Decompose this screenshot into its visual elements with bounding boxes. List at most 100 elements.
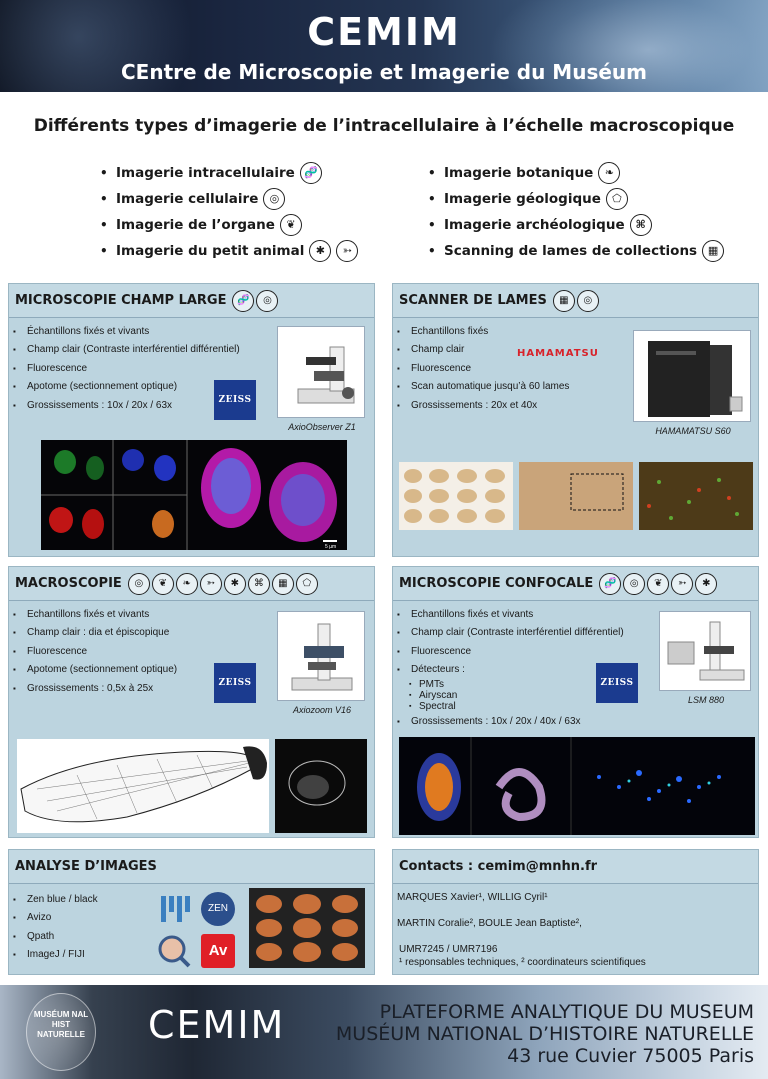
fluorescence-cells-image: 5 µm bbox=[41, 440, 347, 550]
zeiss-logo: ZEISS bbox=[596, 663, 638, 703]
slide-icon: ▦ bbox=[702, 240, 725, 262]
dna-icon: 🧬 bbox=[299, 162, 322, 184]
scanned-slides-image bbox=[399, 462, 753, 530]
panel-title: SCANNER DE LAMES bbox=[399, 293, 547, 308]
panel-header: MICROSCOPIE CONFOCALE 🧬 ◎ ❦ ➳ ✱ bbox=[393, 567, 758, 601]
type-item: •Imagerie intracellulaire🧬 bbox=[100, 160, 358, 186]
fish-icon: ➳ bbox=[671, 572, 694, 595]
contact-line: MARTIN Coralie², BOULE Jean Baptiste², bbox=[397, 918, 582, 929]
footer-address: 43 rue Cuvier 75005 Paris bbox=[507, 1045, 754, 1067]
slide-icon: ▦ bbox=[552, 289, 575, 312]
scale-bar-label: 5 µm bbox=[325, 544, 336, 550]
contact-email-title[interactable]: Contacts : cemim@mnhn.fr bbox=[399, 859, 598, 874]
list-item: Champ clair (Contraste interférentiel di… bbox=[397, 624, 624, 643]
cell-icon: ◎ bbox=[127, 572, 150, 595]
device-caption: LSM 880 bbox=[687, 695, 725, 705]
cell-icon: ◎ bbox=[263, 188, 286, 210]
panel-title: ANALYSE D’IMAGES bbox=[15, 859, 157, 874]
type-item: •Imagerie géologique⬠ bbox=[428, 186, 724, 212]
panel-contacts: Contacts : cemim@mnhn.fr MARQUES Xavier¹… bbox=[392, 849, 759, 975]
zeiss-logo: ZEISS bbox=[214, 663, 256, 703]
museum-logo: MUSÉUM NAL HIST NATURELLE bbox=[26, 993, 96, 1071]
dna-icon: 🧬 bbox=[599, 572, 622, 595]
macroscope-image bbox=[277, 611, 365, 701]
dna-icon: 🧬 bbox=[232, 289, 255, 312]
leaf-icon: ❧ bbox=[598, 162, 621, 184]
panel-scanner: SCANNER DE LAMES ▦ ◎ Echantillons fixés … bbox=[392, 283, 759, 557]
panel-items: Echantillons fixés Champ clair Fluoresce… bbox=[397, 322, 569, 415]
panel-header: Contacts : cemim@mnhn.fr bbox=[393, 850, 758, 884]
cell-icon: ◎ bbox=[256, 289, 279, 312]
insect-icon: ✱ bbox=[695, 572, 718, 595]
zeiss-logo: ZEISS bbox=[214, 380, 256, 420]
fiji-logo-icon bbox=[161, 896, 190, 922]
fish-icon: ➳ bbox=[336, 240, 359, 262]
list-item: Grossissements : 10x / 20x / 40x / 63x bbox=[397, 712, 624, 731]
list-item: Échantillons fixés et vivants bbox=[13, 322, 240, 341]
microscope-icon bbox=[297, 346, 355, 404]
type-item: •Imagerie de l’organe❦ bbox=[100, 212, 358, 238]
list-item: Fluorescence bbox=[13, 642, 177, 661]
shell-icon: ⌘ bbox=[629, 214, 652, 236]
header-decoration bbox=[0, 0, 260, 92]
panel-items: Echantillons fixés et vivants Champ clai… bbox=[397, 605, 624, 731]
insect-icon: ✱ bbox=[309, 240, 332, 262]
confocal-image bbox=[659, 611, 751, 691]
panel-header: ANALYSE D’IMAGES bbox=[9, 850, 374, 884]
list-item: Echantillons fixés et vivants bbox=[13, 605, 177, 624]
panel-macroscopie: MACROSCOPIE ◎ ❦ ❧ ➳ ✱ ⌘ ▦ ⬠ Echantillons… bbox=[8, 566, 375, 838]
specimens-image bbox=[249, 888, 365, 968]
list-subitem: Spectral bbox=[397, 701, 624, 712]
list-item: Fluorescence bbox=[13, 359, 240, 378]
rock-icon: ⬠ bbox=[605, 188, 628, 210]
qpath-logo-icon bbox=[158, 935, 191, 968]
panel-analyse: ANALYSE D’IMAGES Zen blue / black Avizo … bbox=[8, 849, 375, 975]
cell-icon: ◎ bbox=[623, 572, 646, 595]
panel-title: MICROSCOPIE CONFOCALE bbox=[399, 576, 594, 591]
list-item: Grossissements : 0,5x à 25x bbox=[13, 679, 177, 698]
insect-icon: ✱ bbox=[223, 572, 246, 595]
microscope-image bbox=[277, 326, 365, 418]
main-title: Différents types d’imagerie de l’intrace… bbox=[33, 116, 735, 136]
header-banner: CEMIM CEntre de Microscopie et Imagerie … bbox=[0, 0, 768, 92]
panel-items: Echantillons fixés et vivants Champ clai… bbox=[13, 605, 177, 698]
list-item: Apotome (sectionnement optique) bbox=[13, 378, 240, 397]
confocal-icon bbox=[667, 621, 745, 681]
macro-images bbox=[17, 739, 367, 833]
list-item: Grossissements : 10x / 20x / 63x bbox=[13, 396, 240, 415]
organ-icon: ❦ bbox=[279, 214, 302, 236]
leaf-icon: ❧ bbox=[175, 572, 198, 595]
hamamatsu-logo: HAMAMATSU bbox=[517, 348, 599, 359]
list-item: Echantillons fixés bbox=[397, 322, 569, 341]
list-item: Champ clair bbox=[397, 341, 569, 360]
panel-champ-large: MICROSCOPIE CHAMP LARGE 🧬 ◎ Échantillons… bbox=[8, 283, 375, 557]
type-item: •Imagerie cellulaire◎ bbox=[100, 186, 358, 212]
types-list-left: •Imagerie intracellulaire🧬 •Imagerie cel… bbox=[100, 160, 359, 264]
list-subitem: Airyscan bbox=[397, 690, 624, 701]
panel-header: SCANNER DE LAMES ▦ ◎ bbox=[393, 284, 758, 318]
organ-icon: ❦ bbox=[151, 572, 174, 595]
header-title: CEMIM bbox=[307, 10, 461, 54]
list-item: Qpath bbox=[13, 927, 98, 946]
avizo-logo: Av bbox=[201, 934, 235, 968]
list-item: Champ clair : dia et épiscopique bbox=[13, 624, 177, 643]
cell-icon: ◎ bbox=[576, 289, 599, 312]
shell-icon: ⌘ bbox=[247, 572, 270, 595]
list-item: Grossissements : 20x et 40x bbox=[397, 396, 569, 415]
list-item: Fluorescence bbox=[397, 642, 624, 661]
fish-icon: ➳ bbox=[199, 572, 222, 595]
list-item: Champ clair (Contraste interférentiel di… bbox=[13, 341, 240, 360]
list-item: Apotome (sectionnement optique) bbox=[13, 661, 177, 680]
footer-cemim-logo: CEMIM bbox=[148, 1003, 286, 1047]
list-subitem: PMTs bbox=[397, 679, 624, 690]
macroscope-icon bbox=[291, 623, 353, 691]
device-caption: Axiozoom V16 bbox=[292, 705, 352, 715]
panel-header: MICROSCOPIE CHAMP LARGE 🧬 ◎ bbox=[9, 284, 374, 318]
list-item: Scan automatique jusqu’à 60 lames bbox=[397, 378, 569, 397]
confocal-images bbox=[399, 737, 755, 835]
slide-icon: ▦ bbox=[271, 572, 294, 595]
footer-line: PLATEFORME ANALYTIQUE DU MUSEUM bbox=[379, 1001, 754, 1023]
scanner-image bbox=[633, 330, 751, 422]
contact-footnote: ¹ responsables techniques, ² coordinateu… bbox=[399, 957, 646, 968]
list-item: Echantillons fixés et vivants bbox=[397, 605, 624, 624]
